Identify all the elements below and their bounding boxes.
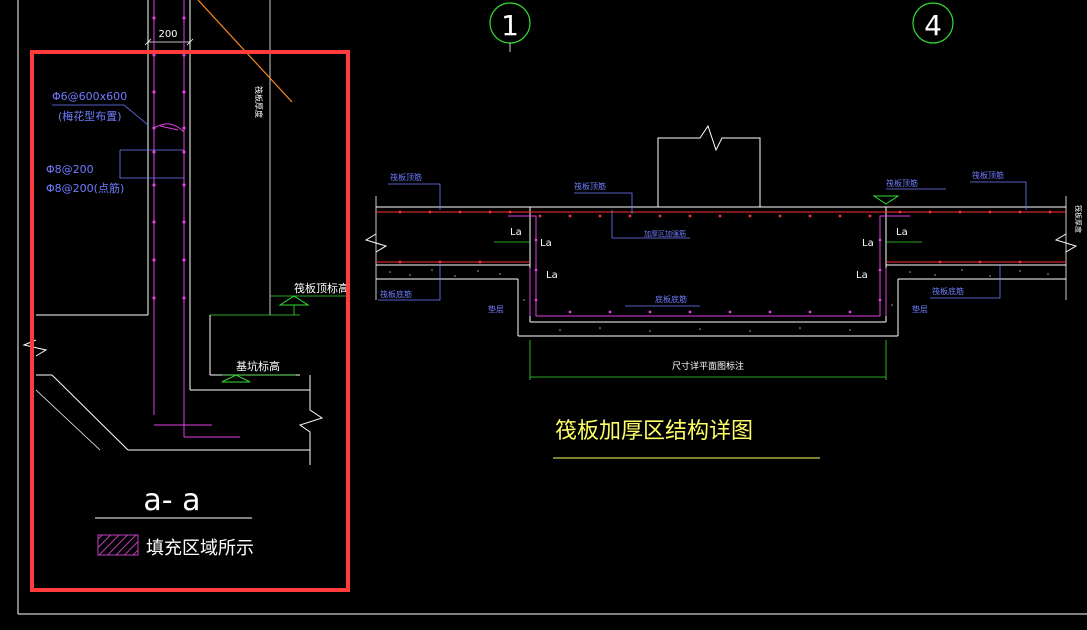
edge-label: 筏板厚度 <box>1074 205 1083 233</box>
la-label-2: La <box>540 238 552 249</box>
label-cushion-right: 垫层 <box>912 304 928 314</box>
axis-bubble-1: 1 <box>489 2 531 44</box>
label-add-bar: 加厚区加强筋 <box>644 229 686 238</box>
elev-raft-top-text: 筏板顶标高 <box>294 281 349 295</box>
la-label-4: La <box>862 238 874 249</box>
la-label-6: La <box>856 270 868 281</box>
la-label-5: La <box>896 227 908 238</box>
pit-bar-dots <box>534 238 882 314</box>
label-bottom-left: 筏板底筋 <box>380 289 412 299</box>
elevation-pit-bottom: 基坑标高 <box>221 359 296 383</box>
elevation-raft-top: 筏板顶标高 <box>270 281 350 315</box>
dim-note: 尺寸详平面图标注 <box>672 360 744 372</box>
elev-pit-bottom-text: 基坑标高 <box>236 359 280 373</box>
label-cushion-left: 垫层 <box>488 304 504 314</box>
section-aa: 200 Φ6@600x600 (梅花型布置) Φ8@200 Φ8@200(点筋)… <box>22 0 350 559</box>
cushion-speckle <box>389 269 1049 332</box>
raft-thickening-detail: 筏板顶筋 筏板顶筋 加厚区加强筋 筏板顶筋 筏板顶筋 La La La La L… <box>364 124 1083 459</box>
label-bar1: Φ8@200 <box>46 163 94 176</box>
highlight-box <box>30 50 350 592</box>
label-top-far-right: 筏板顶筋 <box>972 170 1004 180</box>
section-aa-name: a- a <box>143 483 200 518</box>
rebar-dots-left <box>152 16 186 300</box>
label-bottom-right: 筏板底筋 <box>932 286 964 296</box>
label-top-mid: 筏板顶筋 <box>574 181 606 191</box>
label-top-right: 筏板顶筋 <box>886 178 918 188</box>
la-label-1: La <box>510 227 522 238</box>
legend-hatch-swatch <box>97 534 139 556</box>
label-stirrup-note: (梅花型布置) <box>58 109 122 123</box>
axis-bubble-4: 4 <box>912 2 954 44</box>
dim-200: 200 <box>158 29 177 40</box>
legend-text: 填充区域所示 <box>146 538 254 559</box>
detail-title: 筏板加厚区结构详图 <box>555 419 753 444</box>
label-vertical-thickness: 筏板厚度 <box>254 86 264 118</box>
top-bar-dots <box>398 210 1052 218</box>
label-top-left: 筏板顶筋 <box>390 172 422 182</box>
label-bottom-mid: 底板底筋 <box>655 294 687 304</box>
label-bar2: Φ8@200(点筋) <box>46 181 124 195</box>
label-stirrup: Φ6@600x600 <box>52 90 127 103</box>
la-label-3: La <box>546 270 558 281</box>
bottom-bar-dots <box>398 260 1022 264</box>
axis-bubble-4-text: 4 <box>924 9 942 42</box>
axis-bubble-1-text: 1 <box>501 9 519 42</box>
